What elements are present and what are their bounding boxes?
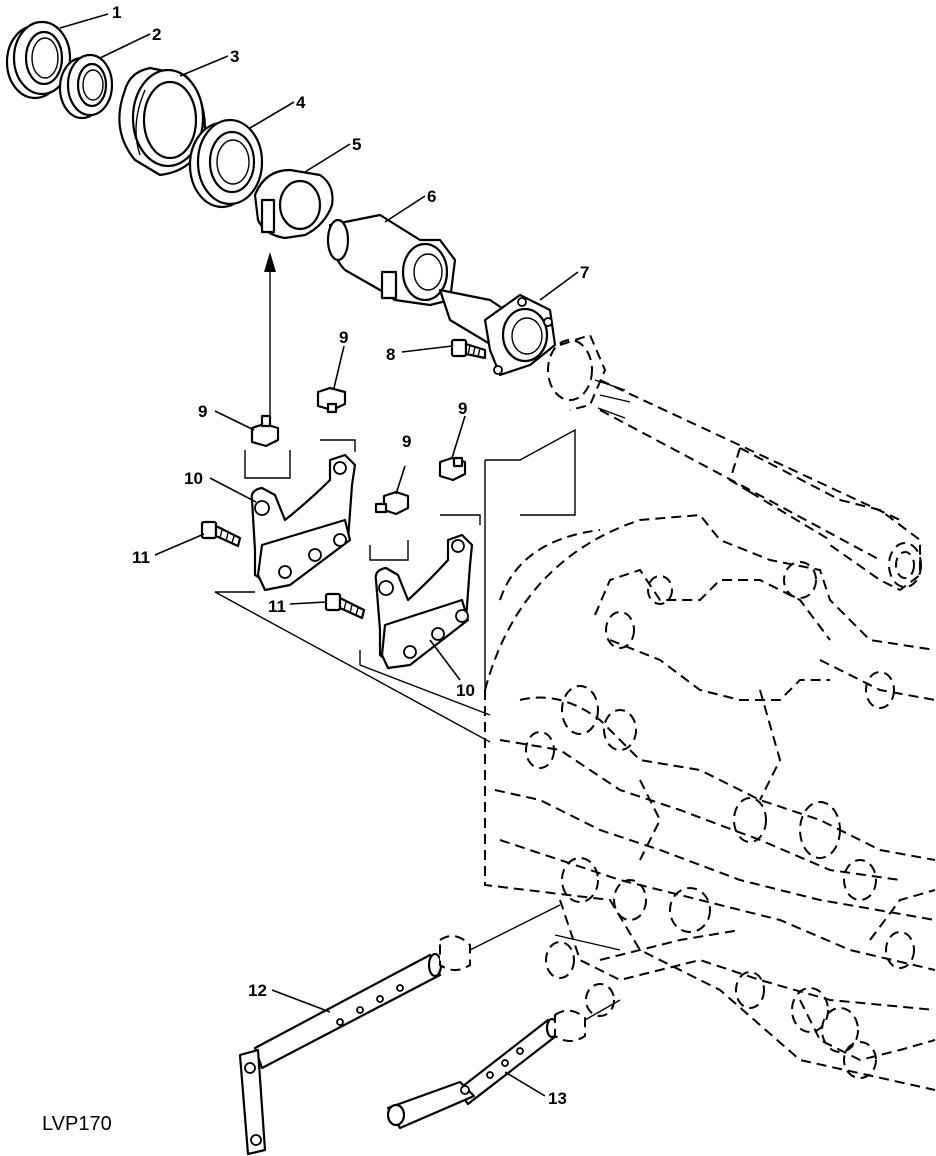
callout-8: 8 bbox=[386, 345, 395, 364]
part-2-bearing bbox=[58, 53, 114, 120]
callout-10-lower: 10 bbox=[456, 681, 475, 700]
part-13-shift-rod bbox=[386, 999, 621, 1130]
part-9-key-blocks bbox=[250, 386, 467, 516]
part-6-shaft bbox=[326, 213, 457, 307]
part-5-collar bbox=[253, 168, 334, 240]
part-7-flange bbox=[438, 288, 557, 377]
part-10-shift-fork-upper bbox=[250, 453, 357, 592]
transmission-housing-outline bbox=[484, 513, 936, 1091]
callout-2: 2 bbox=[152, 25, 161, 44]
callout-1: 1 bbox=[112, 3, 121, 22]
callout-11-lower: 11 bbox=[268, 597, 286, 616]
callout-11-upper: 11 bbox=[132, 548, 150, 567]
pto-shaft-dashed bbox=[547, 333, 922, 592]
callout-9-a: 9 bbox=[339, 328, 348, 347]
figure-id: LVP170 bbox=[42, 1113, 112, 1135]
part-4-bearing bbox=[188, 118, 264, 209]
callout-9-b: 9 bbox=[198, 402, 207, 421]
callout-5: 5 bbox=[352, 135, 361, 154]
callout-10-upper: 10 bbox=[184, 469, 203, 488]
callout-9-c: 9 bbox=[402, 432, 411, 451]
callout-6: 6 bbox=[427, 187, 436, 206]
part-12-shift-rod bbox=[238, 904, 561, 1156]
part-1-seal bbox=[5, 20, 72, 100]
part-11-bolts bbox=[200, 520, 366, 620]
callout-3: 3 bbox=[230, 47, 239, 66]
assembly-reference-lines bbox=[214, 252, 621, 951]
part-8-bolt bbox=[450, 338, 487, 360]
part-10-shift-fork-lower bbox=[374, 533, 474, 670]
callout-7: 7 bbox=[580, 263, 589, 282]
callout-labels: 1 2 3 4 5 6 7 8 9 9 9 9 10 10 11 11 12 1… bbox=[112, 3, 589, 1108]
callout-13: 13 bbox=[548, 1089, 567, 1108]
callout-12: 12 bbox=[248, 981, 267, 1000]
callout-9-d: 9 bbox=[458, 399, 467, 418]
callout-4: 4 bbox=[296, 93, 306, 112]
leader-lines bbox=[59, 13, 579, 1097]
